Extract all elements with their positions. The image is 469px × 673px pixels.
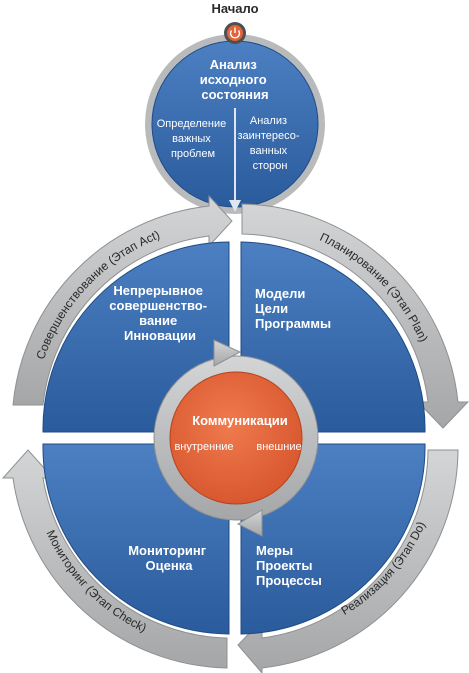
start-label: Начало bbox=[211, 1, 258, 16]
outer-ring bbox=[1, 194, 469, 673]
analysis-left-sub: Определение важных проблем bbox=[157, 118, 230, 160]
analysis-divider-arrow bbox=[229, 200, 241, 212]
center-right: внешние bbox=[256, 441, 301, 453]
arc-do bbox=[237, 449, 459, 673]
power-icon[interactable] bbox=[224, 22, 246, 44]
inner-arrow-top bbox=[213, 339, 242, 367]
quadrant-act-label: Непрерывное совершенство- вание Инноваци… bbox=[109, 283, 210, 343]
inner-arrow-bottom bbox=[236, 509, 263, 537]
arc-act bbox=[12, 194, 233, 406]
center-title: Коммуникации bbox=[192, 413, 288, 428]
analysis-group: Анализ исходного состояния Определение в… bbox=[145, 34, 325, 214]
quadrant-plan-label: Модели Цели Программы bbox=[255, 286, 331, 331]
analysis-right-sub: Анализ заинтересо- ванных сторон bbox=[237, 115, 302, 172]
quadrant-check-label: Мониторинг Оценка bbox=[128, 543, 210, 573]
arc-check bbox=[1, 449, 228, 669]
quadrants bbox=[42, 241, 426, 635]
power-symbol-arc bbox=[229, 30, 241, 39]
center-circle bbox=[169, 371, 303, 505]
center-group: Коммуникации внутренние внешние bbox=[169, 371, 303, 505]
center-left: внутренние bbox=[174, 441, 233, 453]
arc-plan bbox=[241, 203, 469, 429]
quadrant-do-label: Меры Проекты Процессы bbox=[256, 543, 322, 588]
analysis-title: Анализ исходного состояния bbox=[200, 57, 271, 102]
